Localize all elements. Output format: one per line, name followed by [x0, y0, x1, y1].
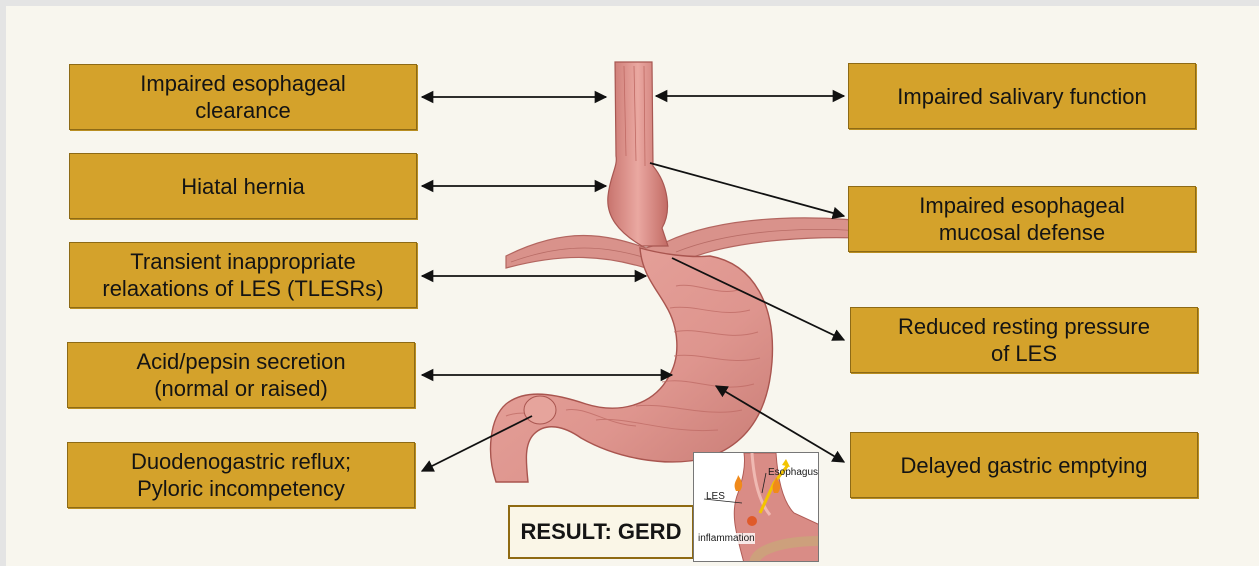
inset-label-inflammation: inflammation	[698, 533, 755, 544]
inflammation-icon	[747, 516, 757, 526]
label-reduced-les-pressure: Reduced resting pressure of LES	[850, 307, 1198, 373]
label-hiatal-hernia: Hiatal hernia	[69, 153, 417, 219]
label-delayed-gastric-emptying: Delayed gastric emptying	[850, 432, 1198, 498]
label-impaired-salivary-function: Impaired salivary function	[848, 63, 1196, 129]
diagram-canvas: Impaired esophageal clearance Hiatal her…	[6, 6, 1259, 566]
esophagus	[608, 62, 668, 246]
label-impaired-esophageal-clearance: Impaired esophageal clearance	[69, 64, 417, 130]
result-gerd: RESULT: GERD	[508, 505, 694, 559]
label-tlesrs: Transient inappropriate relaxations of L…	[69, 242, 417, 308]
inset-label-esophagus: Esophagus	[768, 467, 818, 478]
label-duodenogastric-reflux: Duodenogastric reflux; Pyloric incompete…	[67, 442, 415, 508]
stomach	[491, 248, 773, 482]
label-acid-pepsin: Acid/pepsin secretion (normal or raised)	[67, 342, 415, 408]
label-mucosal-defense: Impaired esophageal mucosal defense	[848, 186, 1196, 252]
gerd-inset: Esophagus LES inflammation	[693, 452, 819, 562]
arrow-mucosal	[650, 163, 844, 216]
inset-label-les: LES	[706, 491, 725, 502]
